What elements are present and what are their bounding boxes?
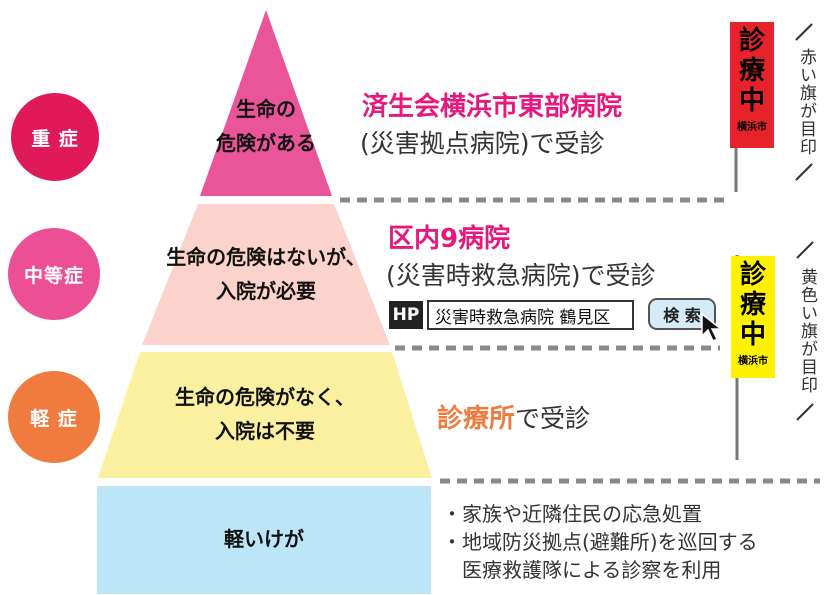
tier-severe-line1: 生命の <box>236 97 296 121</box>
severe-flag-note: 赤い旗が目印 <box>796 48 816 156</box>
note-slash <box>795 163 813 181</box>
minor-bullet-2: ・地域防災拠点(避難所)を巡回する <box>442 530 758 554</box>
severe-flag: 診 療 中 横浜市 <box>730 22 774 148</box>
search-input[interactable]: 災害時救急病院 鶴見区 <box>427 300 634 330</box>
pyramid-tier-severe <box>200 10 332 196</box>
minor-bullet-1: ・家族や近隣住民の応急処置 <box>442 502 702 526</box>
level-moderate-label: 中等症 <box>23 264 84 287</box>
tier-severe-line2: 危険がある <box>216 131 316 155</box>
hp-label: HP <box>392 305 420 325</box>
pyramid-tier-minor <box>97 486 431 594</box>
flag-char-2: 療 <box>738 56 765 86</box>
flag-char-1: 診 <box>739 260 766 290</box>
minor-bullet-3: 医療救護隊による診察を利用 <box>462 558 722 582</box>
tier-severe-text: 生命の 危険がある <box>200 92 332 160</box>
pyramid-tier-moderate <box>142 204 390 345</box>
moderate-flag: 診 療 中 横浜市 <box>731 256 775 378</box>
moderate-hospital-title: 区内9病院 <box>388 224 511 254</box>
flag-city-label: 横浜市 <box>737 122 767 133</box>
flag-city-label: 横浜市 <box>738 356 768 367</box>
tier-moderate-line1: 生命の危険はないが、 <box>166 245 366 269</box>
note-slash <box>795 23 813 41</box>
tier-moderate-text: 生命の危険はないが、 入院が必要 <box>142 240 390 308</box>
hp-badge: HP <box>389 301 423 329</box>
mouse-cursor-icon <box>701 312 724 343</box>
tier-moderate-line2: 入院が必要 <box>216 279 316 303</box>
mild-clinic-rest: で受診 <box>515 404 591 433</box>
level-severe-label: 重 症 <box>31 127 79 150</box>
flag-char-2: 療 <box>739 290 766 320</box>
flag-char-3: 中 <box>738 86 765 116</box>
level-mild-label: 軽 症 <box>30 407 78 430</box>
severe-hospital-subtitle: (災害拠点病院)で受診 <box>360 129 605 158</box>
tier-minor-text: 軽いけが <box>97 522 431 556</box>
search-query-text: 災害時救急病院 鶴見区 <box>435 307 611 328</box>
note-slash <box>796 403 814 421</box>
level-severe-badge: 重 症 <box>11 93 99 181</box>
tier-mild-text: 生命の危険がなく、 入院は不要 <box>98 380 432 448</box>
severe-hospital-title: 済生会横浜市東部病院 <box>362 92 623 122</box>
moderate-flag-note: 黄色い旗が目印 <box>797 268 817 394</box>
tier-minor-line1: 軽いけが <box>224 527 304 551</box>
minor-bullets: ・家族や近隣住民の応急処置 ・地域防災拠点(避難所)を巡回する 医療救護隊による… <box>442 500 758 584</box>
flag-char-3: 中 <box>739 320 766 350</box>
tier-mild-line1: 生命の危険がなく、 <box>175 385 355 409</box>
flag-char-1: 診 <box>738 26 765 56</box>
level-moderate-badge: 中等症 <box>8 228 100 320</box>
level-mild-badge: 軽 症 <box>8 371 100 463</box>
tier-mild-line2: 入院は不要 <box>215 419 315 443</box>
note-slash <box>796 241 814 259</box>
mild-clinic-title: 診療所 <box>437 404 516 434</box>
search-button-label: 検 索 <box>663 306 701 325</box>
mild-clinic-text: 診療所で受診 <box>437 398 590 435</box>
pyramid-tier-mild <box>98 352 432 478</box>
moderate-hospital-subtitle: (災害時救急病院)で受診 <box>386 261 656 290</box>
